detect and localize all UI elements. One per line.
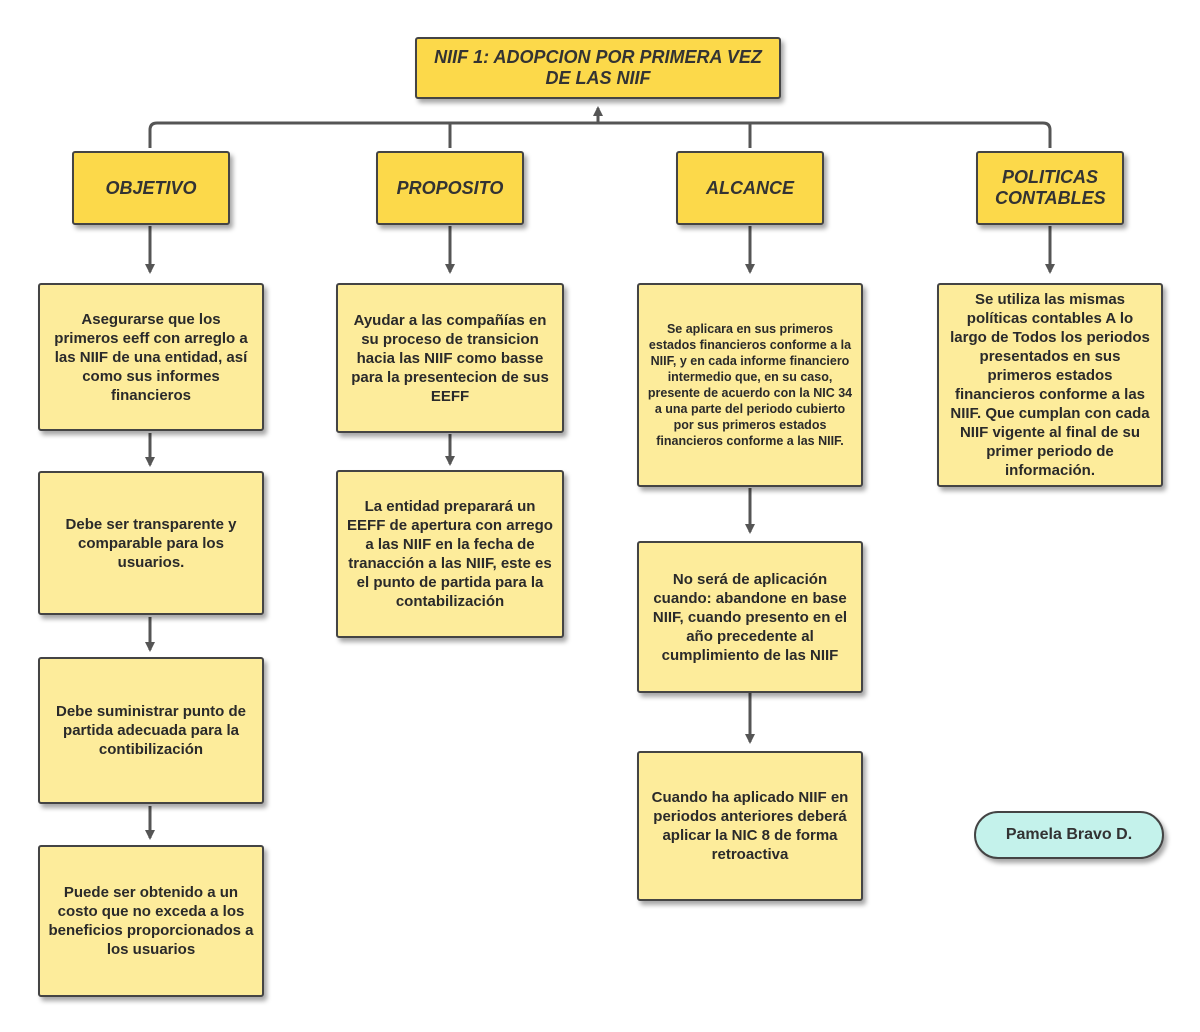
objetivo-box-1: Asegurarse que los primeros eeff con arr…	[38, 283, 264, 431]
box-text: Ayudar a las compañías en su proceso de …	[351, 311, 549, 405]
alcance-box-3: Cuando ha aplicado NIIF en periodos ante…	[637, 751, 863, 901]
proposito-box-2: La entidad preparará un EEFF de apertura…	[336, 470, 564, 638]
objetivo-box-2: Debe ser transparente y comparable para …	[38, 471, 264, 615]
box-text: Se aplicara en sus primeros estados fina…	[647, 322, 853, 448]
heading-objetivo: OBJETIVO	[72, 151, 230, 225]
tree-connector	[148, 121, 1052, 148]
box-text: Debe ser transparente y comparable para …	[65, 515, 237, 571]
objetivo-box-3: Debe suministrar punto de partida adecua…	[38, 657, 264, 804]
box-text: No será de aplicación cuando: abandone e…	[652, 570, 848, 664]
author-badge: Pamela Bravo D.	[974, 811, 1164, 859]
heading-alcance: ALCANCE	[676, 151, 824, 225]
heading-politicas-contables: POLITICAS CONTABLES	[976, 151, 1124, 225]
heading-label: ALCANCE	[706, 177, 794, 198]
proposito-box-1: Ayudar a las compañías en su proceso de …	[336, 283, 564, 433]
objetivo-box-4: Puede ser obtenido a un costo que no exc…	[38, 845, 264, 997]
box-text: Cuando ha aplicado NIIF en periodos ante…	[651, 789, 849, 863]
author-name: Pamela Bravo D.	[1005, 826, 1133, 843]
heading-proposito: PROPOSITO	[376, 151, 524, 225]
alcance-box-2: No será de aplicación cuando: abandone e…	[637, 541, 863, 693]
main-title-box: NIIF 1: ADOPCION POR PRIMERA VEZ DE LAS …	[415, 37, 781, 99]
box-text: Puede ser obtenido a un costo que no exc…	[48, 884, 254, 958]
heading-label: OBJETIVO	[105, 177, 197, 198]
politicas-box-1: Se utiliza las mismas políticas contable…	[937, 283, 1163, 487]
alcance-box-1: Se aplicara en sus primeros estados fina…	[637, 283, 863, 487]
box-text: Se utiliza las mismas políticas contable…	[950, 291, 1150, 479]
box-text: La entidad preparará un EEFF de apertura…	[347, 498, 553, 610]
heading-label: POLITICAS CONTABLES	[995, 167, 1106, 208]
box-text: Asegurarse que los primeros eeff con arr…	[54, 310, 248, 404]
main-title: NIIF 1: ADOPCION POR PRIMERA VEZ DE LAS …	[434, 47, 762, 88]
box-text: Debe suministrar punto de partida adecua…	[55, 703, 247, 758]
heading-label: PROPOSITO	[396, 177, 504, 198]
